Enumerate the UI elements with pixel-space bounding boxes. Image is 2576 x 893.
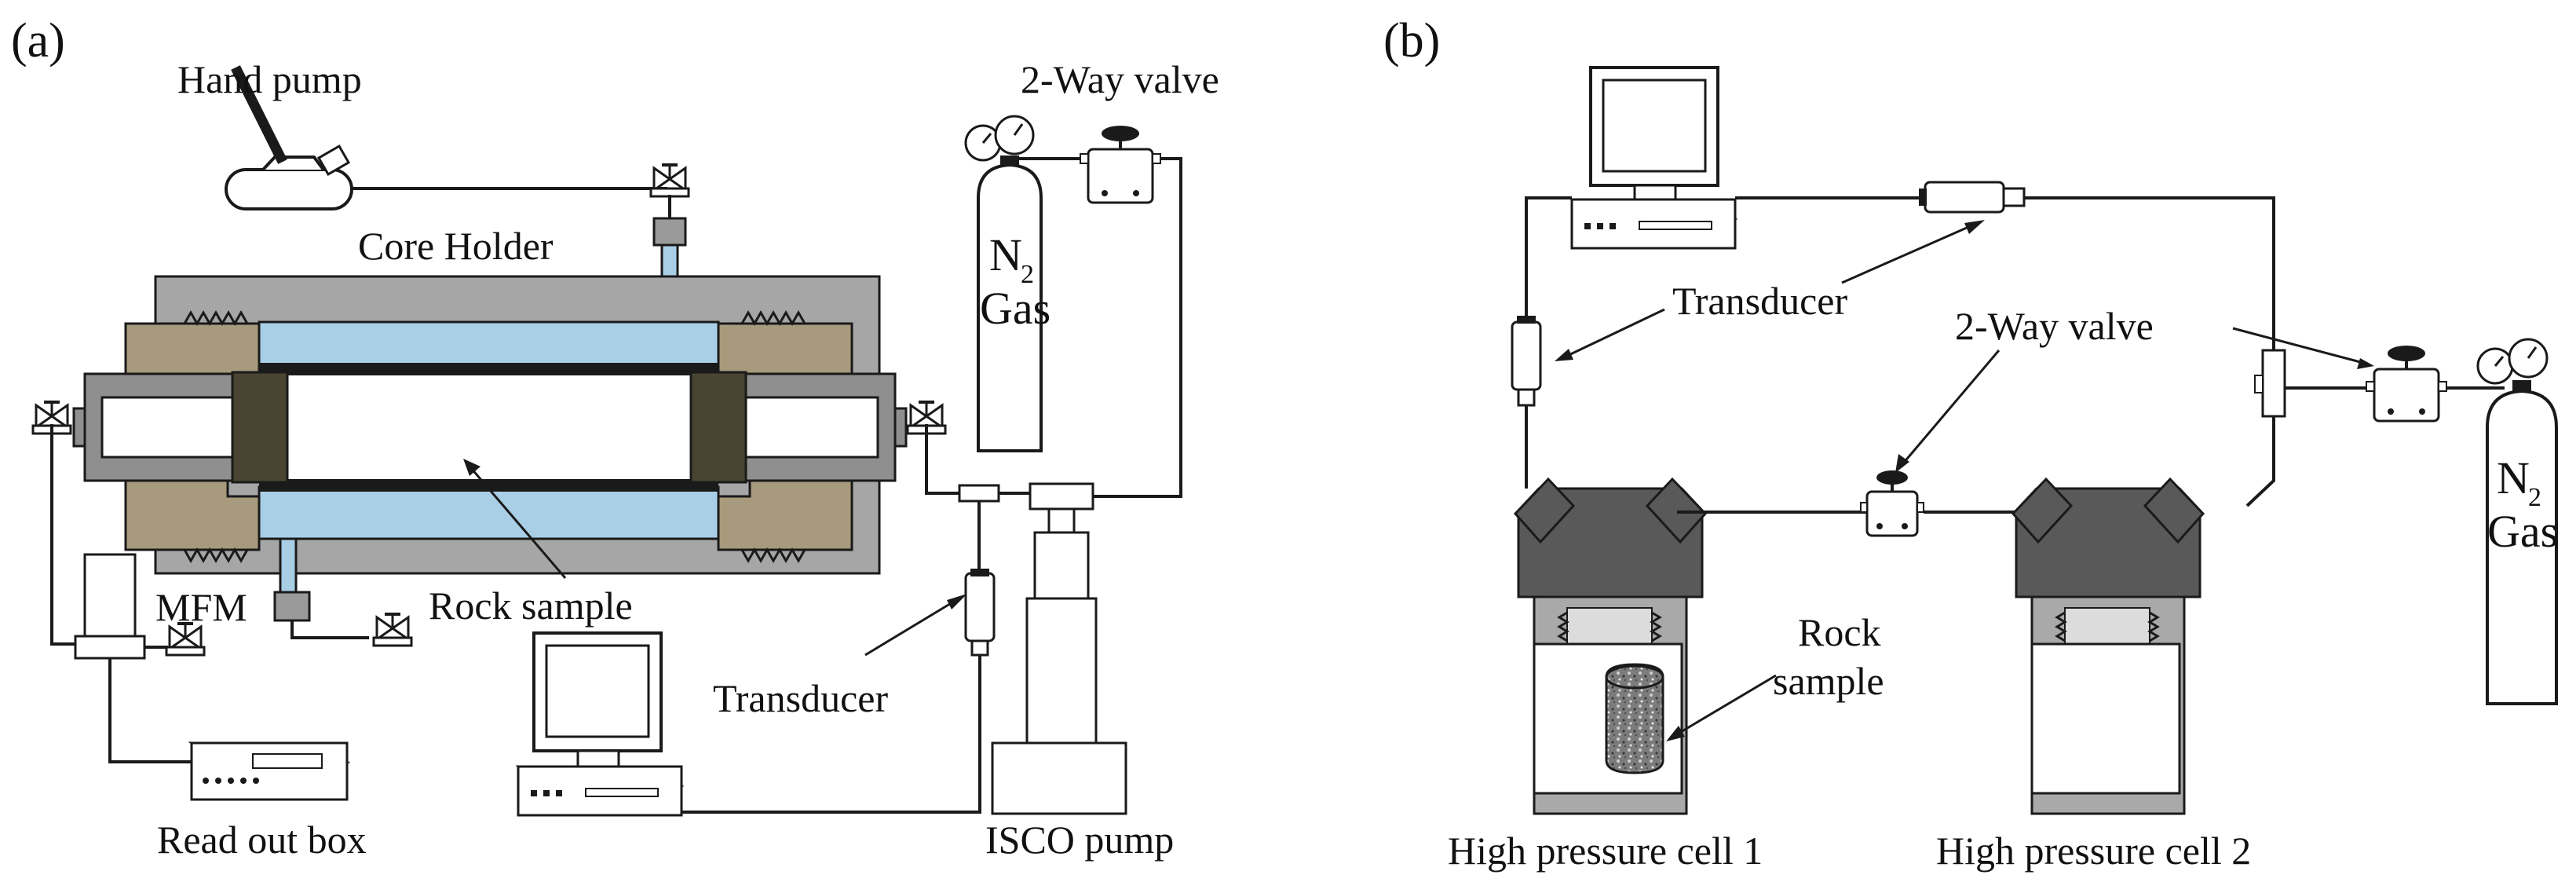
sleeve-top <box>259 363 718 375</box>
read-out-box-label: Read out box <box>157 818 367 862</box>
mfm-readout-line <box>108 658 192 763</box>
computer-base-icon-b <box>1569 198 1738 250</box>
transducer-icon-top <box>1919 181 2026 214</box>
left-piston-bore <box>100 396 236 459</box>
transducer-top-line <box>2024 196 2275 350</box>
transducer-arrowhead-left <box>1555 349 1573 361</box>
gas-subscript-b: 2 <box>2528 483 2541 512</box>
transducer-icon <box>964 569 996 657</box>
transducer-arrowhead-top <box>1964 220 1985 234</box>
pressure-gauge-icon-b <box>2476 338 2549 385</box>
two-way-valve-icon-b-right <box>2366 346 2447 423</box>
panel-a-tag: (a) <box>11 14 65 68</box>
valve-icon <box>649 163 690 198</box>
two-way-valve-label-b: 2-Way valve <box>1955 304 2154 348</box>
transducer-arrow-left <box>1565 308 1665 358</box>
transducer-label-b: Transducer <box>1672 279 1847 323</box>
left-line <box>50 424 75 646</box>
mfm-label: MFM <box>155 585 247 629</box>
readout-box-icon <box>188 741 351 801</box>
gas-word-a: Gas <box>980 283 1050 334</box>
gas-word-b: Gas <box>2487 506 2558 557</box>
computer-monitor-icon <box>532 631 663 768</box>
tee-down-line-b <box>2245 416 2275 507</box>
right-port <box>893 407 908 448</box>
valve-icon-mfm <box>165 622 206 657</box>
valve-arrow-down <box>1902 350 2001 464</box>
rock-sample-arrowhead-b <box>1666 726 1685 741</box>
valve-arrowhead-down <box>1895 454 1909 473</box>
rock-label-line2: sample <box>1773 659 1884 703</box>
gas-symbol-a: N <box>989 229 1022 280</box>
thread-bottom-left <box>183 547 249 564</box>
right-piston-bore <box>744 396 879 459</box>
cell-2-label: High pressure cell 2 <box>1936 829 2251 873</box>
transducer-icon-left <box>1511 316 1542 407</box>
computer-base-icon <box>515 765 685 817</box>
confining-fluid-bottom <box>258 485 720 540</box>
outlet-line <box>290 620 369 639</box>
valve-arrow-right <box>2232 327 2364 364</box>
gas-symbol-b: N <box>2497 452 2530 503</box>
gas-cylinder-icon-b <box>2486 380 2558 705</box>
pressure-gauge-icon <box>964 115 1035 162</box>
rock-sample-label: Rock sample <box>429 584 633 628</box>
isco-pump-label: ISCO pump <box>985 818 1174 862</box>
transducer-label: Transducer <box>713 676 888 720</box>
rock-sample-chamber <box>259 375 718 479</box>
hand-pump-label: Hand pump <box>177 57 362 101</box>
tee-port-b <box>2254 375 2264 393</box>
rock-core-icon <box>1605 663 1664 774</box>
outlet-pipe <box>279 537 298 594</box>
left-port <box>72 407 86 448</box>
confining-fluid-top <box>258 320 720 369</box>
outlet-coupling <box>273 591 311 622</box>
high-pressure-cell-icon-2 <box>2011 477 2205 815</box>
thread-top-left <box>183 309 249 327</box>
gas-subscript-a: 2 <box>1021 260 1034 289</box>
cell-1-label: High pressure cell 1 <box>1448 829 1763 873</box>
rock-label-line1: Rock <box>1798 610 1881 654</box>
panel-b: (b) Tra <box>1383 14 2558 873</box>
isco-pump-icon <box>991 482 1127 815</box>
transducer-arrowhead <box>947 594 967 609</box>
transducer-arrow-top <box>1841 223 1975 284</box>
computer-monitor-icon-b <box>1589 66 1719 203</box>
rock-sample-arrow <box>470 467 567 579</box>
thread-bottom-right <box>740 547 806 564</box>
panel-b-tag: (b) <box>1383 14 1440 68</box>
mass-flow-meter-icon <box>74 553 146 660</box>
transducer-arrow <box>864 598 957 657</box>
valve-arrowhead-right <box>2357 358 2374 369</box>
computer-left-line <box>1525 196 1572 317</box>
transducer-computer-line <box>680 655 981 814</box>
tee-junction <box>958 484 1000 503</box>
right-platen <box>689 371 747 484</box>
right-line <box>925 424 959 495</box>
thread-top-right <box>740 309 806 327</box>
rock-sample-arrowhead <box>463 459 480 476</box>
rock-sample-arrow-b <box>1675 674 1777 737</box>
two-way-valve-label-a: 2-Way valve <box>1021 57 1219 101</box>
tee-junction-b <box>2261 349 2286 418</box>
gas-cylinder-icon <box>977 156 1043 452</box>
panel-a: (a) Hand pump Core Holder <box>11 14 1219 862</box>
sleeve-bottom <box>259 479 718 492</box>
two-way-valve-icon-b-middle <box>1860 470 1924 537</box>
valve-icon-outlet <box>372 613 413 647</box>
pump-to-valve-line <box>1093 157 1182 498</box>
hand-pump-icon <box>225 65 353 210</box>
left-platen <box>231 371 289 484</box>
two-way-valve-icon <box>1080 126 1161 204</box>
core-holder-label: Core Holder <box>358 224 554 268</box>
coupling-icon <box>652 217 687 247</box>
